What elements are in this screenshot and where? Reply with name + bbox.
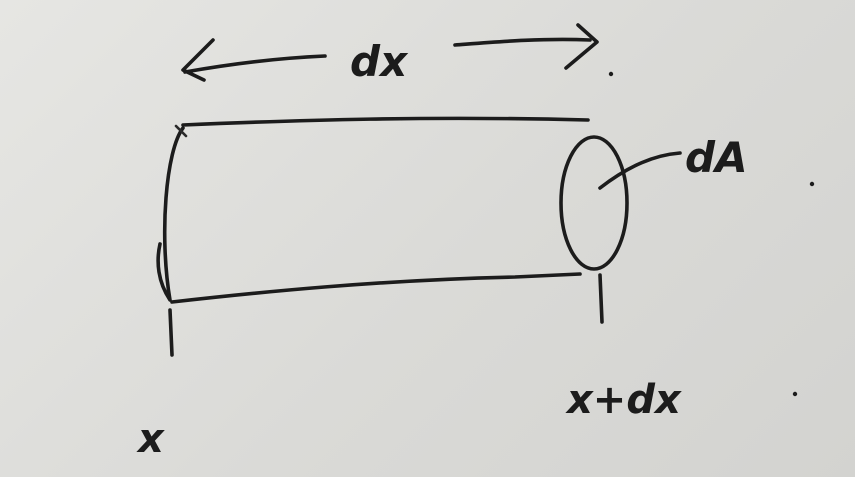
arrow-left-head [181,38,215,82]
cylinder-body [156,116,590,304]
length-dimension-arrow [181,23,599,82]
cross-section-label: dA [685,133,748,182]
cross-section-leader-line [598,151,682,190]
length-label: dx [350,37,409,86]
dot-mark [792,391,798,397]
arrow-right-head [564,23,599,70]
right-position-tick [598,273,604,324]
left-position-tick [168,308,174,357]
cylinder-left-end [156,126,185,302]
arrow-left-shaft [183,54,327,74]
right-end-label: x+dx [565,377,682,423]
dot-mark [809,181,815,187]
left-end-label: x [136,416,165,462]
arrow-right-shaft [453,37,592,47]
cylinder-left-end-tick [174,124,188,138]
cylinder-top-edge [181,116,590,127]
dot-mark [608,71,614,77]
cylinder-bottom-edge [170,272,582,304]
cross-section-ellipse [559,135,629,271]
